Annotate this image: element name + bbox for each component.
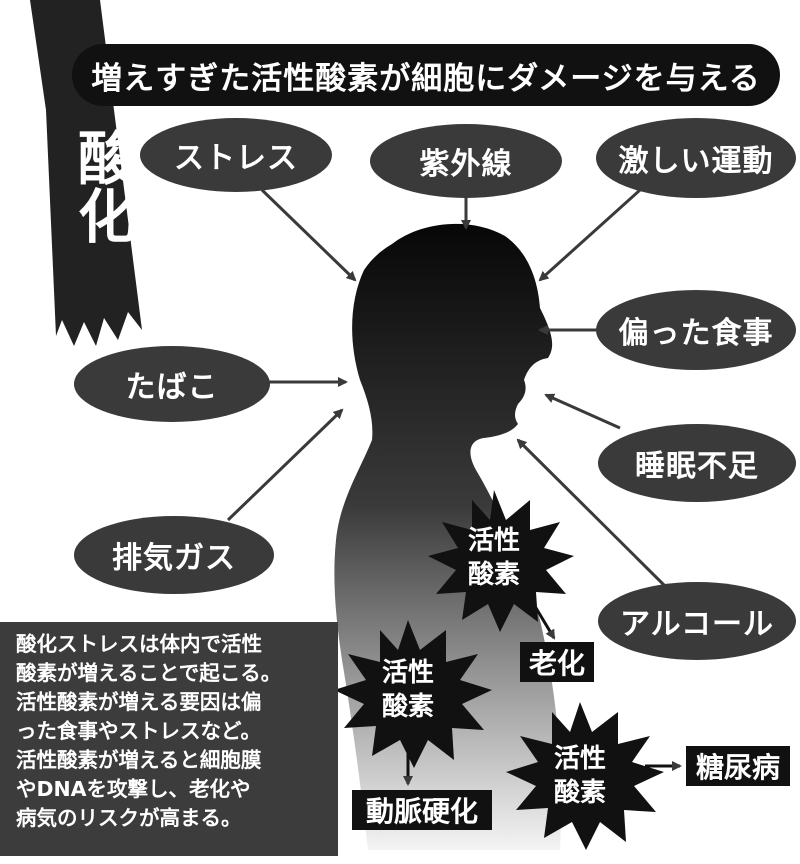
cause-tobacco: たばこ	[74, 346, 270, 422]
cause-uv: 紫外線	[370, 124, 562, 198]
cause-alcohol: アルコール	[598, 582, 796, 660]
side-banner	[30, 0, 142, 346]
radical-label-1: 活性 酸素	[467, 526, 520, 590]
effect-aging: 老化	[520, 642, 594, 682]
arrow-exhaust	[226, 408, 344, 522]
cause-exhaust-gas: 排気ガス	[74, 516, 274, 594]
cause-intense-exercise: 激しい運動	[596, 118, 796, 198]
arrow-alcohol	[516, 438, 667, 588]
cause-unbalanced-diet: 偏った食事	[596, 290, 796, 370]
cause-lack-of-sleep: 睡眠不足	[598, 424, 796, 502]
arrow-exercise	[538, 188, 642, 282]
radical-label-3: 活性 酸素	[553, 744, 606, 808]
page-title: 増えすぎた活性酸素が細胞にダメージを与える	[72, 44, 780, 106]
arrow-sleep	[544, 393, 621, 430]
arrow-stress	[260, 188, 357, 282]
starburst-2	[334, 620, 492, 768]
starburst-1	[428, 490, 574, 632]
explanation-text: 酸化ストレスは体内で活性 酸素が増えることで起こる。 活性酸素が増える要因は偏 …	[0, 622, 338, 856]
effect-arteriosclerosis: 動脈硬化	[352, 790, 492, 830]
starburst-3	[506, 702, 664, 850]
radical-label-2: 活性 酸素	[381, 658, 434, 722]
oxidation-banner-label: 酸化	[68, 128, 136, 244]
cause-stress: ストレス	[140, 118, 332, 192]
effect-diabetes: 糖尿病	[686, 746, 790, 786]
